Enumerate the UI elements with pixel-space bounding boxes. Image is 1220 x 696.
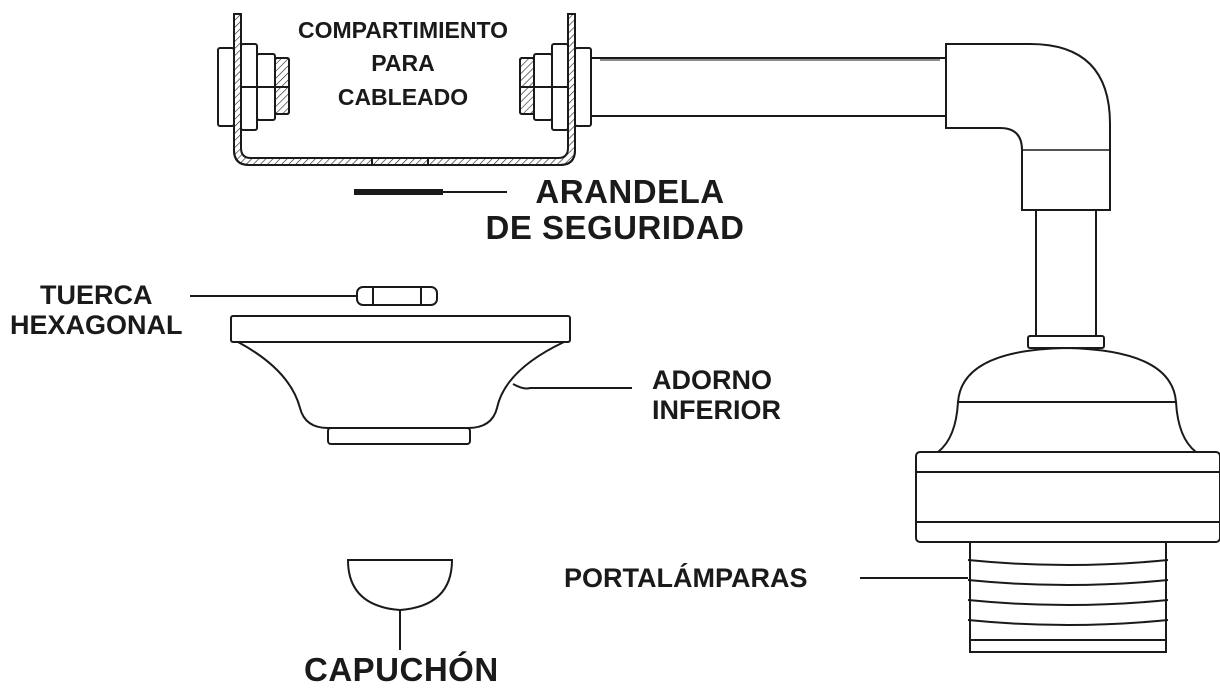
wiring-compartment-label: COMPARTIMIENTO PARA CABLEADO (272, 17, 534, 110)
vertical-pipe (1027, 209, 1105, 349)
hex-nut (190, 286, 438, 306)
lock-washer-line-2: DE SEGURIDAD (485, 209, 745, 247)
lower-trim-line-1: ADORNO (652, 365, 772, 395)
right-fastener (519, 43, 592, 131)
cap-line-1: CAPUCHÓN (304, 651, 499, 688)
elbow-fitting (945, 43, 1111, 211)
lampholder-housing (915, 346, 1220, 653)
hex-nut-line-1: TUERCA (40, 280, 153, 310)
lower-trim (230, 315, 632, 445)
lower-trim-line-2: INFERIOR (652, 394, 782, 425)
lower-trim-label: ADORNO INFERIOR (652, 365, 782, 425)
lock-washer (354, 189, 507, 195)
arm-pipe (590, 57, 947, 117)
hex-nut-line-2: HEXAGONAL (10, 309, 183, 340)
lampholder-line-1: PORTALÁMPARAS (564, 563, 808, 593)
wiring-compartment-box (233, 13, 576, 166)
hex-nut-label: TUERCA HEXAGONAL (10, 280, 220, 340)
cap-label: CAPUCHÓN (304, 651, 499, 688)
wiring-compartment-line-3: CABLEADO (337, 83, 469, 110)
wiring-compartment-line-2: PARA (371, 50, 435, 77)
lock-washer-label: ARANDELA DE SEGURIDAD (470, 173, 760, 247)
left-fastener (217, 43, 290, 131)
cap (346, 559, 454, 650)
wiring-compartment-line-1: COMPARTIMIENTO (298, 17, 508, 43)
lock-washer-line-1: ARANDELA (535, 173, 725, 210)
lampholder-label: PORTALÁMPARAS (564, 563, 808, 594)
